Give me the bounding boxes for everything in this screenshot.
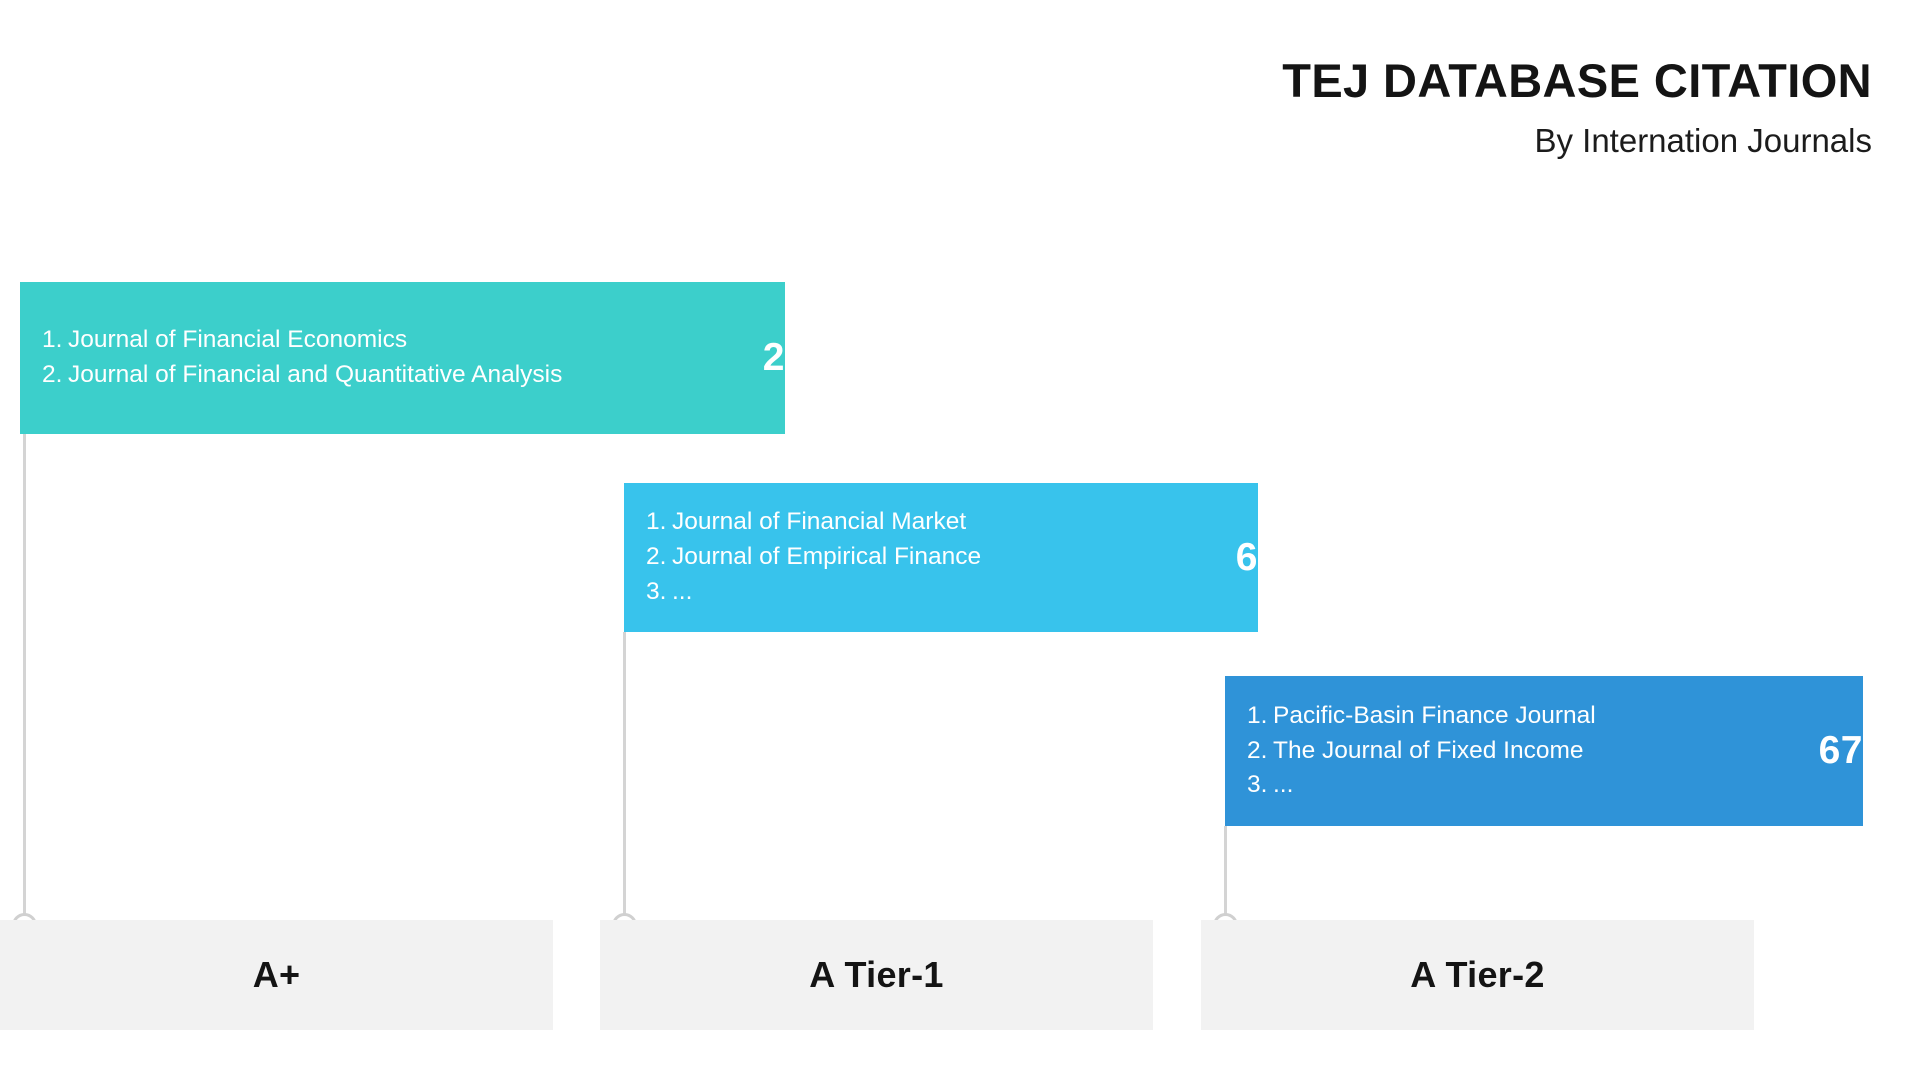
bar-a-plus[interactable]: 1. Journal of Financial Economics 2. Jou… [20, 282, 785, 434]
list-item-label: The Journal of Fixed Income [1273, 736, 1584, 764]
list-item-label: Journal of Empirical Finance [672, 543, 982, 571]
connector-stem-a-tier-1 [623, 632, 626, 926]
category-plate-a-plus[interactable]: A+ [0, 920, 553, 1030]
bar-value-a-tier-1: 6 [1235, 535, 1258, 579]
list-item-marker: 3. [646, 577, 667, 605]
list-item: 2. The Journal of Fixed Income [1247, 734, 1738, 769]
list-item-label: ... [1273, 771, 1294, 799]
chart-header: TEJ DATABASE CITATION By Internation Jou… [1282, 56, 1872, 160]
page-title: TEJ DATABASE CITATION [1282, 54, 1872, 107]
list-item-marker: 1. [1247, 701, 1268, 729]
list-item: 3. ... [646, 575, 1138, 610]
bar-a-tier-2[interactable]: 1. Pacific-Basin Finance Journal 2. The … [1225, 676, 1863, 826]
category-label-a-plus: A+ [252, 954, 301, 995]
category-label-a-tier-1: A Tier-1 [809, 954, 944, 995]
category-plate-a-tier-2[interactable]: A Tier-2 [1201, 920, 1754, 1030]
list-item-label: ... [672, 577, 693, 605]
list-item: 1. Pacific-Basin Finance Journal [1247, 699, 1738, 734]
list-item-label: Journal of Financial and Quantitative An… [68, 361, 563, 388]
connector-stem-a-plus [23, 434, 26, 926]
list-item: 3. ... [1247, 768, 1738, 803]
bar-journal-list-a-tier-2: 1. Pacific-Basin Finance Journal 2. The … [1225, 699, 1738, 803]
list-item-label: Journal of Financial Economics [68, 326, 408, 354]
list-item-label: Pacific-Basin Finance Journal [1273, 701, 1596, 729]
list-item-marker: 3. [1247, 771, 1268, 799]
bar-a-tier-1[interactable]: 1. Journal of Financial Market 2. Journa… [624, 483, 1258, 632]
connector-stem-a-tier-2 [1224, 826, 1227, 926]
bar-journal-list-a-plus: 1. Journal of Financial Economics 2. Jou… [20, 323, 605, 393]
list-item-marker: 2. [42, 361, 63, 388]
list-item-marker: 2. [1247, 736, 1268, 764]
list-item-marker: 2. [646, 543, 667, 571]
bar-value-a-plus: 2 [762, 336, 785, 379]
list-item: 1. Journal of Financial Market [646, 505, 1138, 540]
category-label-a-tier-2: A Tier-2 [1410, 954, 1545, 995]
bar-journal-list-a-tier-1: 1. Journal of Financial Market 2. Journa… [624, 505, 1138, 609]
page-subtitle: By Internation Journals [1534, 122, 1872, 160]
list-item: 2. Journal of Empirical Finance [646, 540, 1138, 575]
bar-value-a-tier-2: 67 [1818, 729, 1863, 772]
list-item: 2. Journal of Financial and Quantitative… [42, 358, 605, 393]
list-item: 1. Journal of Financial Economics [42, 323, 605, 358]
list-item-marker: 1. [646, 508, 667, 536]
list-item-marker: 1. [42, 326, 63, 354]
category-plate-a-tier-1[interactable]: A Tier-1 [600, 920, 1153, 1030]
list-item-label: Journal of Financial Market [672, 508, 967, 536]
